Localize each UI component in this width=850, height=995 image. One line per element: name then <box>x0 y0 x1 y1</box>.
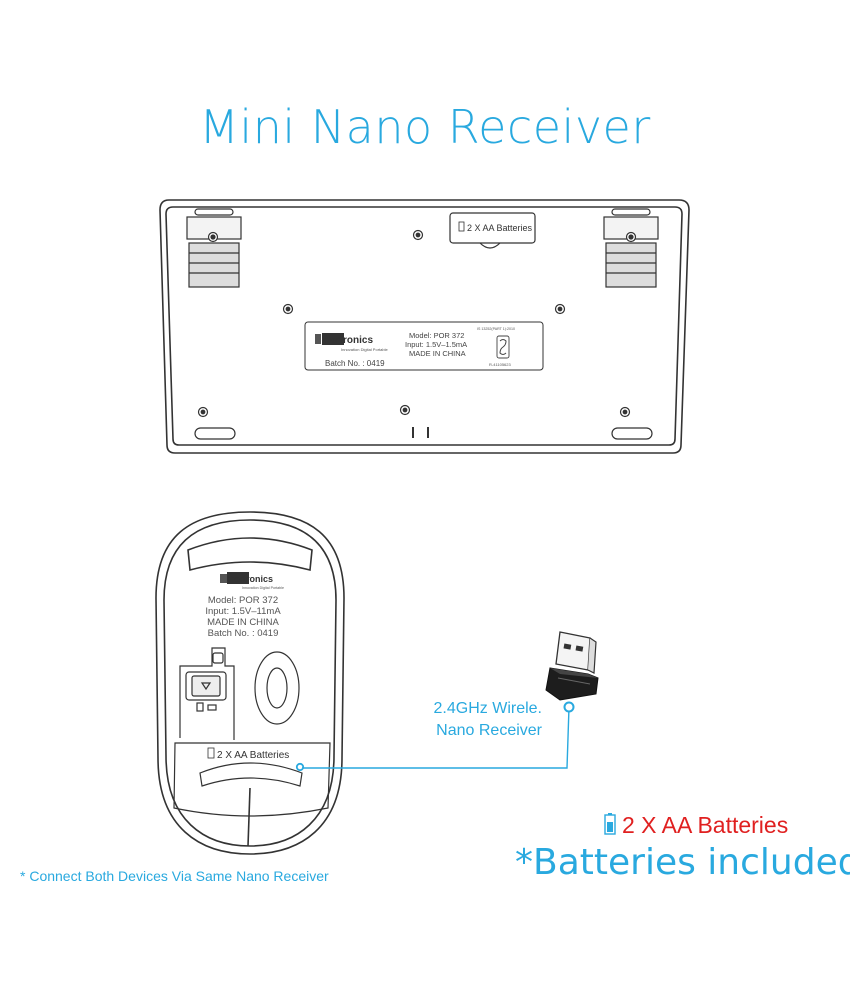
connector-line <box>302 701 575 769</box>
batteries-line-text: 2 X AA Batteries <box>622 812 789 838</box>
mouse-tagline: Innovation Digital Portable <box>242 586 284 590</box>
nano-receiver-dongle <box>545 631 599 701</box>
mouse-batch: Batch No. : 0419 <box>208 628 279 639</box>
keyboard-brand: Portronics <box>323 335 373 346</box>
mouse-illustration: Portronics Innovation Digital Portable M… <box>155 511 345 855</box>
keyboard-cert-line1: IS 13252(PART 1):2010 <box>477 327 515 331</box>
mouse-model: Model: POR 372 <box>208 595 278 606</box>
keyboard-illustration: 2 X AA Batteries Portronics Innovation D… <box>159 199 690 454</box>
mouse-brand: Portronics <box>228 574 273 584</box>
keyboard-batch: Batch No. : 0419 <box>325 359 385 368</box>
batteries-included: *Batteries included <box>515 842 850 883</box>
keyboard-input: Input: 1.5V–1.5mA <box>405 340 467 349</box>
receiver-label-line2: Nano Receiver <box>436 722 542 739</box>
keyboard-model: Model: POR 372 <box>409 331 464 340</box>
keyboard-tagline: Innovation Digital Portable <box>341 347 388 352</box>
receiver-label: 2.4GHz Wirele. Nano Receiver <box>400 698 542 742</box>
keyboard-battery-label: 2 X AA Batteries <box>467 223 533 233</box>
keyboard-made-in: MADE IN CHINA <box>409 349 466 358</box>
batteries-line: 2 X AA Batteries <box>604 812 788 839</box>
page-title: Mini Nano Receiver <box>199 100 651 154</box>
mouse-made-in: MADE IN CHINA <box>207 617 279 628</box>
footnote: * Connect Both Devices Via Same Nano Rec… <box>20 868 329 884</box>
receiver-label-line1: 2.4GHz Wirele. <box>433 700 542 717</box>
keyboard-cert-line2: R-41105623 <box>489 362 511 367</box>
mouse-battery-label: 2 X AA Batteries <box>217 750 289 761</box>
battery-icon <box>604 813 616 835</box>
mouse-input: Input: 1.5V–11mA <box>205 606 281 617</box>
